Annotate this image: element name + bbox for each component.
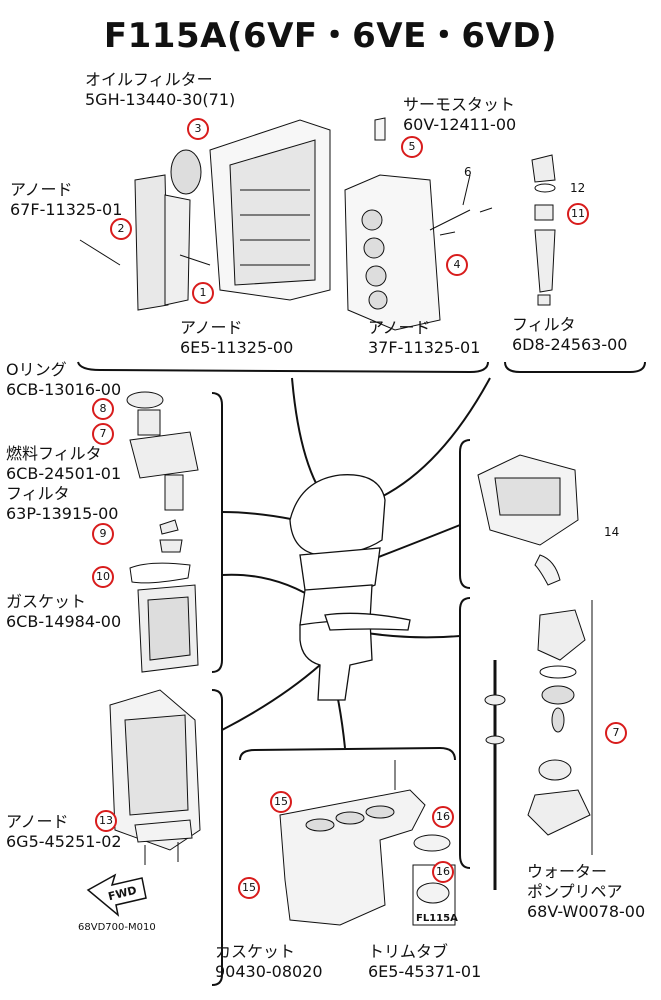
engine-block-left: [79, 119, 331, 311]
filter1-name: フィルタ: [512, 315, 576, 334]
filter2-part: 63P-13915-00: [6, 504, 119, 523]
anode3-name: アノード: [368, 318, 431, 337]
anode3-part: 37F-11325-01: [368, 338, 481, 357]
callout-16-lower: 16: [432, 861, 454, 883]
fwd-arrow: [86, 873, 147, 917]
clamp-bracket: [109, 689, 201, 865]
engine-block-right: [344, 117, 493, 331]
anode1-name: アノード: [10, 180, 73, 199]
outboard-silhouette: [289, 474, 411, 701]
callout-16-upper: 16: [432, 806, 454, 828]
bracket-left-upper: [211, 392, 223, 673]
bracket-right-lower: [459, 597, 471, 869]
callout-1: 1: [192, 282, 214, 304]
bracket-right-upper: [459, 439, 471, 589]
oring-part: 6CB-13016-00: [6, 380, 122, 399]
thermostat-name: サーモスタット: [403, 95, 516, 114]
anode4-part: 6G5-45251-02: [6, 832, 122, 851]
anode2-part: 6E5-11325-00: [180, 338, 294, 357]
water-pump-assembly: [484, 600, 593, 890]
anode2-name: アノード: [180, 318, 243, 337]
oil-filter-part: 5GH-13440-30(71): [85, 90, 236, 109]
fuel-filter-assembly: [126, 391, 199, 673]
callout-7-pump: 7: [605, 722, 627, 744]
bracket-left-lower: [211, 689, 223, 986]
fl115a-label: FL115A: [416, 913, 458, 924]
gasket2-part: 90430-08020: [215, 962, 323, 981]
callout-10: 10: [92, 566, 114, 588]
callout-2: 2: [110, 218, 132, 240]
filter1-part: 6D8-24563-00: [512, 335, 628, 354]
anode4-name: アノード: [6, 812, 69, 831]
oring-name: Oリング: [6, 360, 67, 379]
page-title: F115A(6VF・6VE・6VD): [103, 16, 558, 56]
gasket1-name: ガスケット: [6, 592, 87, 611]
gasket2-name: カスケット: [215, 942, 296, 961]
upper-casing: [477, 454, 579, 586]
filter2-name: フィルタ: [6, 484, 70, 503]
oil-filter-name: オイルフィルター: [85, 70, 213, 89]
callout-8: 8: [92, 398, 114, 420]
callout-11: 11: [567, 203, 589, 225]
callout-6: 6: [464, 165, 472, 179]
fuel-filter-part: 6CB-24501-01: [6, 464, 122, 483]
callout-7-fuel: 7: [92, 423, 114, 445]
water-pump-name-line1: ウォーター: [527, 862, 608, 881]
callout-14: 14: [604, 525, 620, 539]
bracket-top: [77, 361, 489, 374]
water-pump-part: 68V-W0078-00: [527, 902, 646, 921]
callout-9: 9: [92, 523, 114, 545]
bracket-bottom: [239, 746, 456, 761]
callout-15-lower: 15: [238, 877, 260, 899]
callout-4: 4: [446, 254, 468, 276]
water-pump-name-line2: ポンプリペア: [527, 882, 623, 901]
thermostat-part: 60V-12411-00: [403, 115, 517, 134]
callout-12: 12: [570, 181, 586, 195]
trim-tab-part: 6E5-45371-01: [368, 962, 482, 981]
callout-3: 3: [187, 118, 209, 140]
anode1-part: 67F-11325-01: [10, 200, 123, 219]
filter-assembly: [531, 154, 556, 306]
fuel-filter-name: 燃料フィルタ: [6, 444, 102, 463]
bracket-top-right: [504, 361, 646, 373]
trim-tab-name: トリムタブ: [368, 942, 449, 961]
figure-code: 68VD700-M010: [78, 922, 156, 933]
callout-15-upper: 15: [270, 791, 292, 813]
callout-5: 5: [401, 136, 423, 158]
callout-13: 13: [95, 810, 117, 832]
lower-unit: [279, 760, 456, 926]
gasket1-part: 6CB-14984-00: [6, 612, 122, 631]
